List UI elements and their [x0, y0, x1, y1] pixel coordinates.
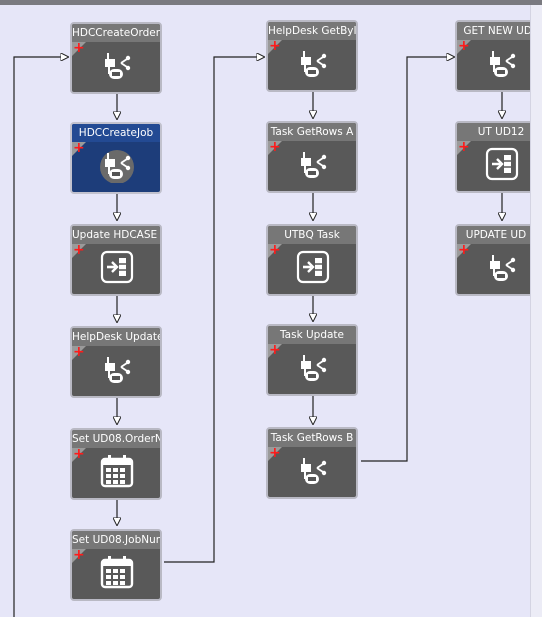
workflow-node-task-getrows-a[interactable]: Task GetRows A+: [266, 121, 358, 193]
widget-method-icon: [484, 249, 520, 285]
update-table-icon: [484, 146, 520, 182]
node-corner: [457, 141, 471, 155]
workflow-node-update-ud12[interactable]: UPDATE UD 1+: [455, 224, 542, 296]
widget-method-icon: [99, 147, 135, 183]
widget-method-icon: [99, 47, 135, 83]
update-table-icon: [295, 249, 331, 285]
expand-plus-icon[interactable]: +: [73, 446, 85, 462]
workflow-node-task-getrows-b[interactable]: Task GetRows B+: [266, 427, 358, 499]
workflow-node-task-update[interactable]: Task Update+: [266, 324, 358, 396]
workflow-node-helpdesk-getbyid[interactable]: HelpDesk GetByID+: [266, 20, 358, 92]
node-title: Set UD08.OrderNu: [72, 430, 160, 448]
node-corner: [268, 141, 282, 155]
window-top-edge: [0, 0, 542, 5]
node-corner: [268, 40, 282, 54]
workflow-node-utbq-task[interactable]: UTBQ Task+: [266, 224, 358, 296]
widget-method-icon: [295, 45, 331, 81]
node-title: Task GetRows B: [268, 429, 356, 447]
widget-method-icon: [295, 452, 331, 488]
calendar-icon: [99, 453, 135, 489]
expand-plus-icon[interactable]: +: [269, 342, 281, 358]
workflow-node-get-new-ud12[interactable]: GET NEW UD1+: [455, 20, 542, 92]
expand-plus-icon[interactable]: +: [269, 139, 281, 155]
workflow-node-helpdesk-update[interactable]: HelpDesk Update (+: [70, 326, 162, 398]
expand-plus-icon[interactable]: +: [73, 344, 85, 360]
node-title: Task GetRows A: [268, 123, 356, 141]
node-title: UT UD12: [457, 123, 542, 141]
node-title: Set UD08.JobNum_: [72, 531, 160, 549]
expand-plus-icon[interactable]: +: [458, 38, 470, 54]
node-corner: [268, 344, 282, 358]
workflow-node-ut-ud12[interactable]: UT UD12+: [455, 121, 542, 193]
calendar-icon: [99, 554, 135, 590]
expand-plus-icon[interactable]: +: [73, 547, 85, 563]
node-corner: [457, 244, 471, 258]
widget-method-icon: [295, 349, 331, 385]
expand-plus-icon[interactable]: +: [269, 445, 281, 461]
workflow-node-hdccreatejob[interactable]: HDCCreateJob+: [70, 122, 162, 194]
expand-plus-icon[interactable]: +: [73, 140, 85, 156]
node-corner: [268, 244, 282, 258]
node-title: UPDATE UD 1: [457, 226, 542, 244]
node-corner: [72, 244, 86, 258]
expand-plus-icon[interactable]: +: [458, 139, 470, 155]
connector: [361, 57, 454, 462]
vertical-scrollbar[interactable]: [530, 5, 542, 617]
workflow-node-update-hdcase[interactable]: Update HDCASE w+: [70, 224, 162, 296]
node-corner: [457, 40, 471, 54]
node-corner: [72, 346, 86, 360]
expand-plus-icon[interactable]: +: [269, 38, 281, 54]
node-title: HDCCreateOrder: [72, 24, 160, 42]
node-title: Update HDCASE w: [72, 226, 160, 244]
update-table-icon: [99, 249, 135, 285]
connector: [13, 57, 68, 617]
node-corner: [72, 549, 86, 563]
widget-method-icon: [295, 146, 331, 182]
node-corner: [268, 447, 282, 461]
node-corner: [72, 448, 86, 462]
node-corner: [72, 142, 86, 156]
node-title: HDCCreateJob: [72, 124, 160, 142]
node-corner: [72, 42, 86, 56]
expand-plus-icon[interactable]: +: [269, 242, 281, 258]
widget-method-icon: [99, 351, 135, 387]
node-title: UTBQ Task: [268, 226, 356, 244]
node-title: GET NEW UD1: [457, 22, 542, 40]
node-title: HelpDesk GetByID: [268, 22, 356, 40]
expand-plus-icon[interactable]: +: [73, 40, 85, 56]
widget-method-icon: [484, 45, 520, 81]
node-title: HelpDesk Update (: [72, 328, 160, 346]
workflow-node-set-ud08-jobnum[interactable]: Set UD08.JobNum_+: [70, 529, 162, 601]
node-title: Task Update: [268, 326, 356, 344]
expand-plus-icon[interactable]: +: [458, 242, 470, 258]
workflow-node-hdccreateorder[interactable]: HDCCreateOrder+: [70, 22, 162, 94]
connector: [164, 57, 264, 563]
expand-plus-icon[interactable]: +: [73, 242, 85, 258]
workflow-node-set-ud08-ordernum[interactable]: Set UD08.OrderNu+: [70, 428, 162, 500]
